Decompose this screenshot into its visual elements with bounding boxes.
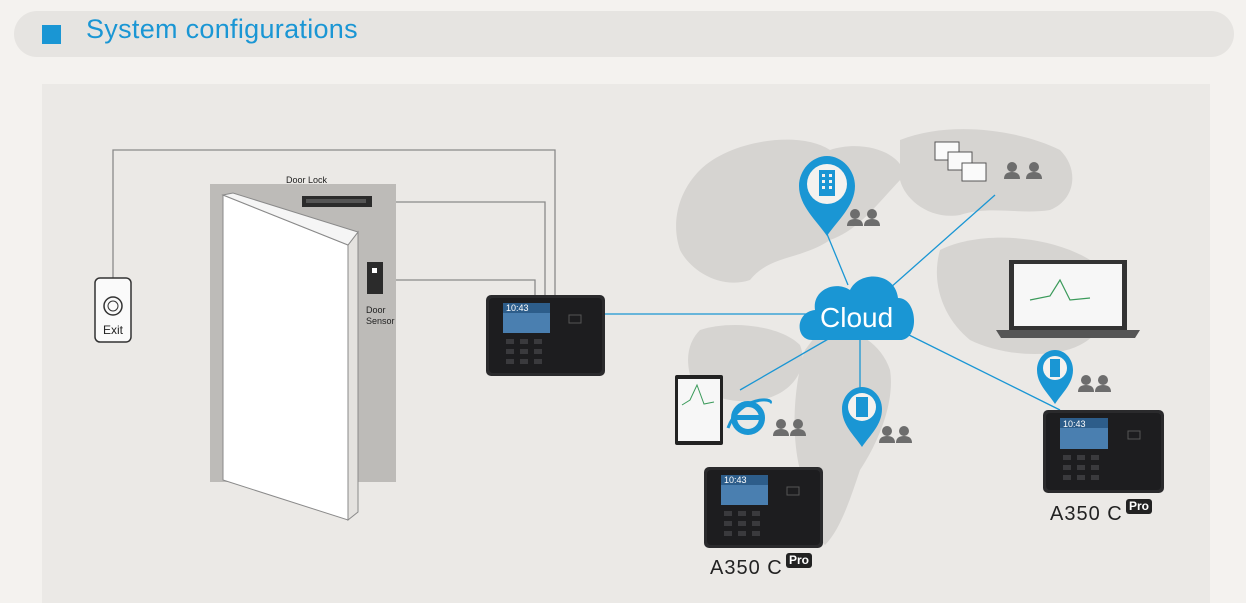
device-screen-time: 10:43 bbox=[724, 475, 747, 485]
network-lines bbox=[605, 194, 1061, 411]
internet-explorer-icon bbox=[726, 398, 772, 435]
time-attendance-terminal-icon bbox=[1043, 410, 1164, 493]
device-screen-time: 10:43 bbox=[1063, 419, 1086, 429]
device-model-badge: Pro bbox=[1126, 499, 1153, 514]
section-marker-square bbox=[42, 25, 61, 44]
device-model-label: A350 C bbox=[1050, 503, 1123, 525]
section-header-bar bbox=[14, 11, 1234, 57]
time-attendance-terminal-icon bbox=[486, 295, 605, 376]
exit-button-icon bbox=[94, 277, 132, 343]
door bbox=[221, 192, 359, 522]
spreadsheet-icon bbox=[934, 141, 987, 182]
cloud-label: Cloud bbox=[820, 302, 894, 333]
people-icon bbox=[773, 419, 806, 436]
people-icon bbox=[879, 426, 912, 443]
building-location-pin-icon bbox=[799, 156, 855, 236]
device-model-label: A350 C bbox=[710, 557, 783, 579]
door-lock-label: Door Lock bbox=[286, 175, 328, 185]
door-sensor-label-line1: Door bbox=[366, 305, 386, 315]
laptop-icon bbox=[996, 260, 1140, 338]
exit-label: Exit bbox=[103, 323, 124, 337]
door-sensor-label-line2: Sensor bbox=[366, 316, 395, 326]
cloud-icon bbox=[799, 276, 915, 340]
device-model-badge: Pro bbox=[786, 553, 813, 568]
wiring-lines bbox=[112, 149, 556, 296]
people-icon bbox=[1078, 375, 1111, 392]
building-location-pin-icon bbox=[1037, 350, 1073, 404]
device-screen-time: 10:43 bbox=[506, 303, 529, 313]
section-title: System configurations bbox=[86, 14, 358, 44]
building-location-pin-icon bbox=[842, 387, 882, 447]
tablet-icon bbox=[675, 375, 723, 445]
door-sensor bbox=[367, 262, 383, 294]
time-attendance-terminal-icon bbox=[704, 467, 823, 548]
